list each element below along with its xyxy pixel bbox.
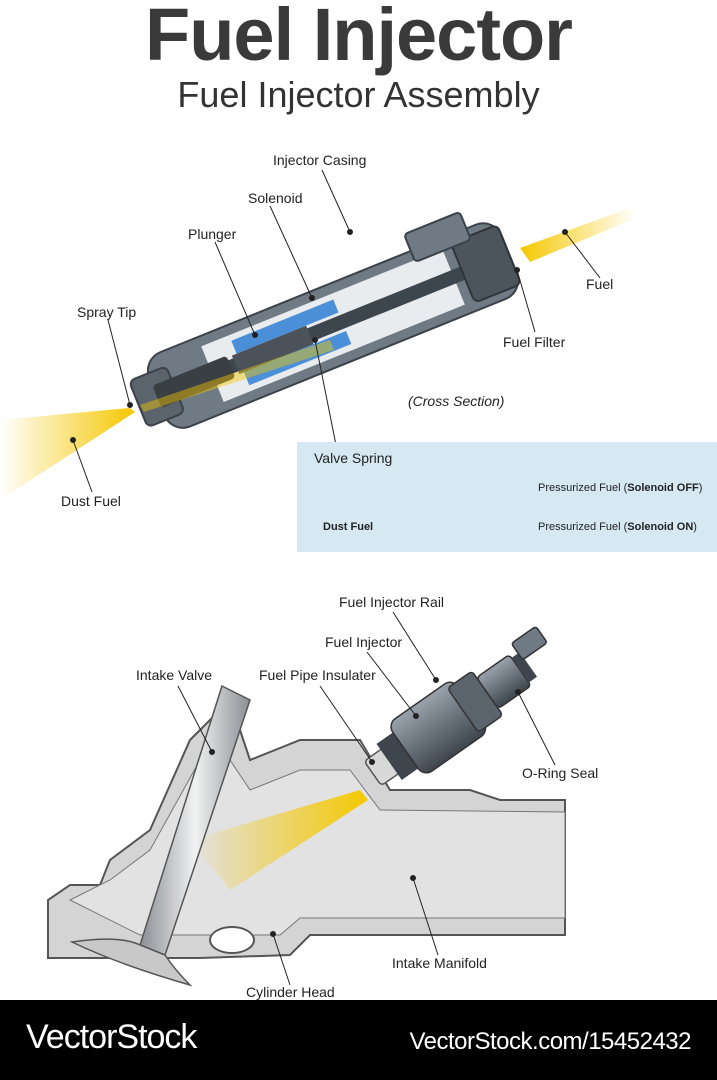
label-fuel: Fuel [586,276,614,292]
label-fuel-injector: Fuel Injector [325,634,403,650]
panel-dust-fuel: Dust Fuel [323,521,374,533]
row-on-state: Solenoid ON [627,521,694,533]
cross-section-leaders [70,169,601,493]
installed-diagram [47,626,566,987]
page-subtitle: Fuel Injector Assembly [177,74,540,115]
label-injector-casing: Injector Casing [273,152,367,168]
cross-section-injector [0,208,636,500]
label-fuel-injector-rail: Fuel Injector Rail [339,594,445,610]
label-dust-fuel: Dust Fuel [61,493,121,509]
row-on-close: ) [693,521,697,533]
label-spray-tip: Spray Tip [77,304,137,320]
label-fuel-filter: Fuel Filter [503,334,566,350]
label-intake-valve: Intake Valve [136,667,213,683]
page-title: Fuel Injector [145,0,573,76]
footer-brand: VectorStock [26,1018,197,1056]
fuel-stream [520,208,636,262]
diagram-canvas [0,169,636,987]
row-off-text: Pressurized Fuel ( [538,482,628,494]
row-solenoid-off: Pressurized Fuel (Solenoid OFF) [538,482,702,494]
footer-bar: VectorStock VectorStock.com/15452432 [0,1000,717,1080]
row-off-close: ) [698,482,703,494]
label-solenoid: Solenoid [248,190,303,206]
label-o-ring-seal: O-Ring Seal [522,765,599,781]
label-intake-manifold: Intake Manifold [392,955,487,971]
label-valve-spring: Valve Spring [314,450,393,466]
row-solenoid-on: Pressurized Fuel (Solenoid ON) [538,521,697,533]
spray-cone [0,408,135,500]
label-cylinder-head: Cylinder Head [246,984,335,1000]
intake-valve [69,684,251,987]
row-off-state: Solenoid OFF [627,482,699,494]
footer-url: VectorStock.com/15452432 [409,1028,691,1055]
label-cross-section: (Cross Section) [408,393,505,409]
installed-leaders [177,611,556,986]
injector-spray [190,790,368,890]
valve-spring-panel [297,442,717,552]
label-fuel-pipe-insulater: Fuel Pipe Insulater [259,667,376,683]
label-plunger: Plunger [188,226,237,242]
row-on-text: Pressurized Fuel ( [538,521,628,533]
